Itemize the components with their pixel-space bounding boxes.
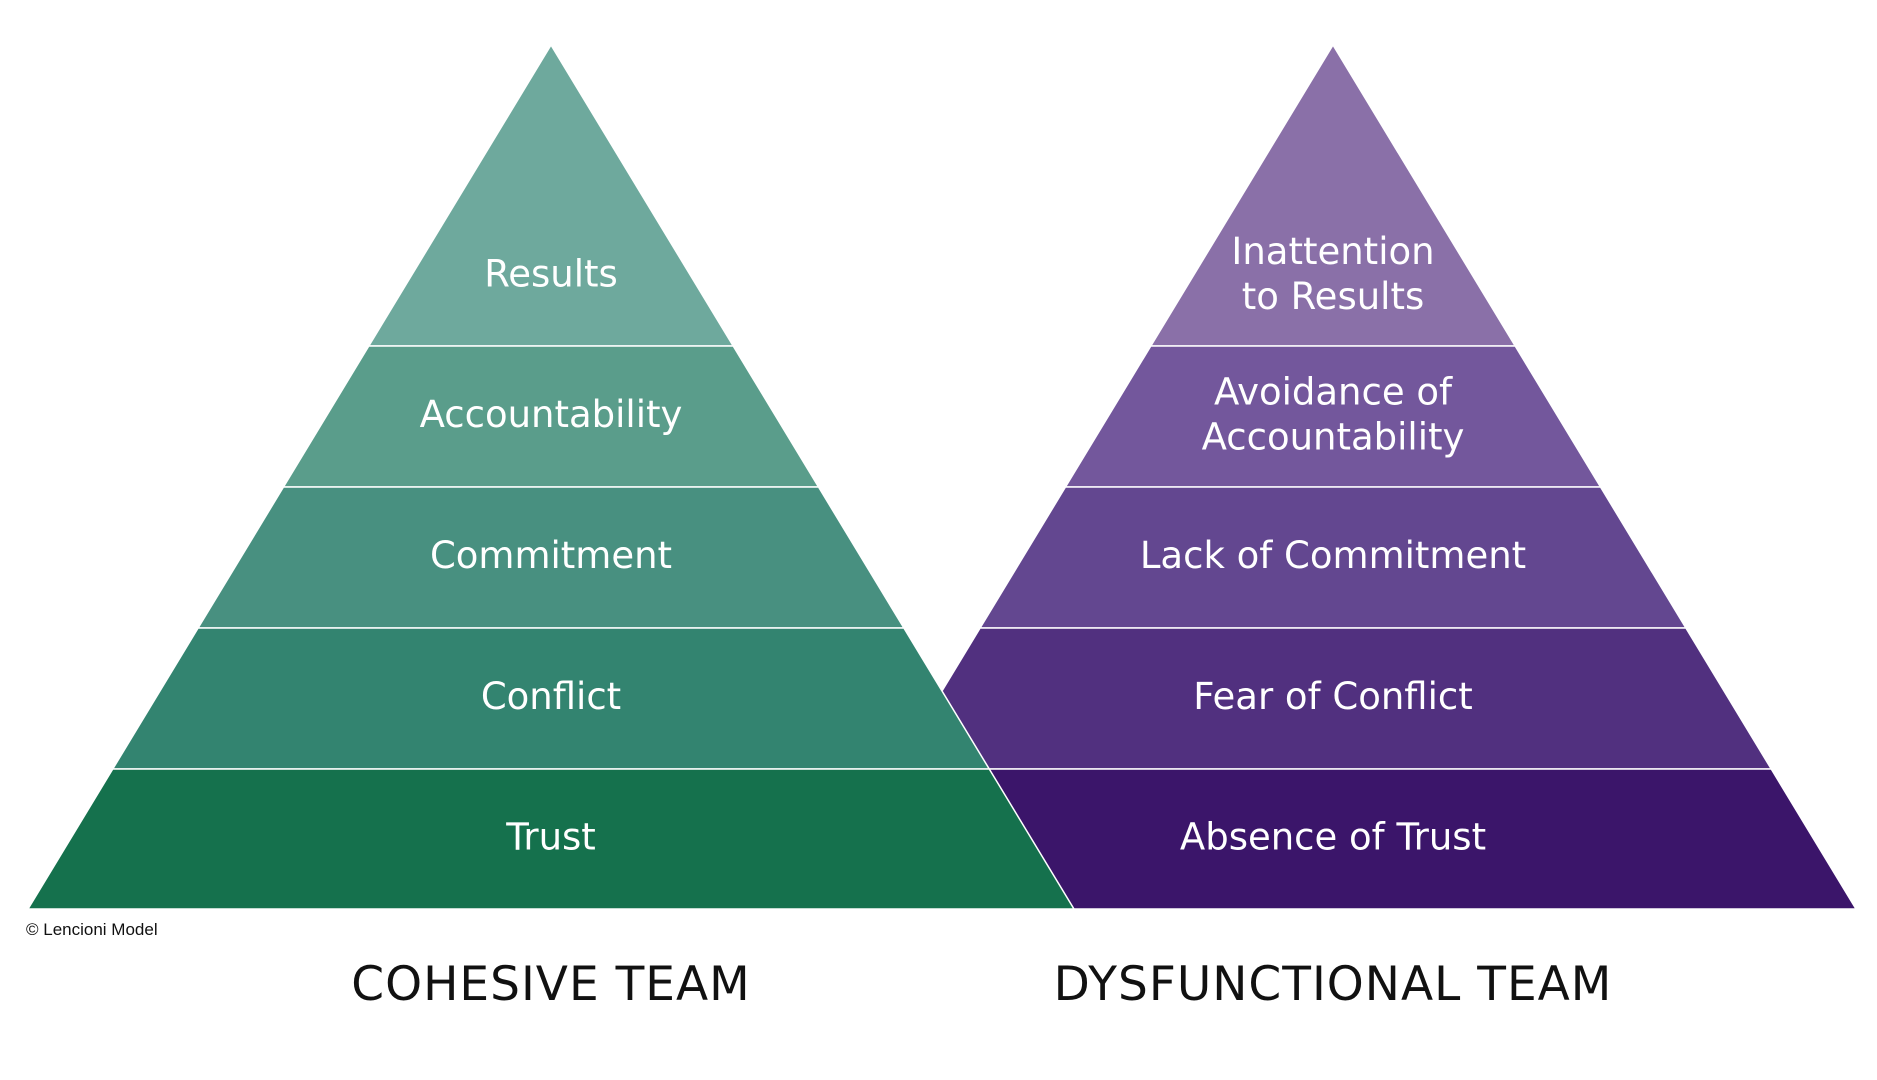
dysfunctional-tier-4-label: Fear of Conflict — [1193, 675, 1472, 718]
dysfunctional-tier-2-label: Accountability — [1202, 416, 1465, 459]
dysfunctional-tier-3-label: Lack of Commitment — [1140, 534, 1526, 577]
cohesive-tier-5-label: Trust — [505, 816, 596, 859]
dysfunctional-tier-5-label: Absence of Trust — [1180, 816, 1486, 859]
cohesive-tier-3-label: Commitment — [430, 534, 672, 577]
copyright-credit: © Lencioni Model — [26, 920, 158, 939]
dysfunctional-tier-1-label: Inattention — [1231, 230, 1434, 273]
cohesive-tier-5 — [26, 768, 1076, 910]
dysfunctional-tier-2-label: Avoidance of — [1214, 371, 1453, 414]
cohesive-team-title: COHESIVE TEAM — [351, 957, 750, 1012]
cohesive-tier-1-label: Results — [484, 253, 618, 296]
cohesive-tier-1 — [367, 43, 735, 347]
dysfunctional-tier-1-label: to Results — [1242, 275, 1425, 318]
cohesive-tier-4-label: Conflict — [481, 675, 621, 718]
cohesive-tier-2-label: Accountability — [420, 393, 683, 436]
dysfunctional-team-title: DYSFUNCTIONAL TEAM — [1054, 957, 1613, 1012]
cohesive-team-pyramid: ResultsAccountabilityCommitmentConflictT… — [26, 43, 1076, 910]
